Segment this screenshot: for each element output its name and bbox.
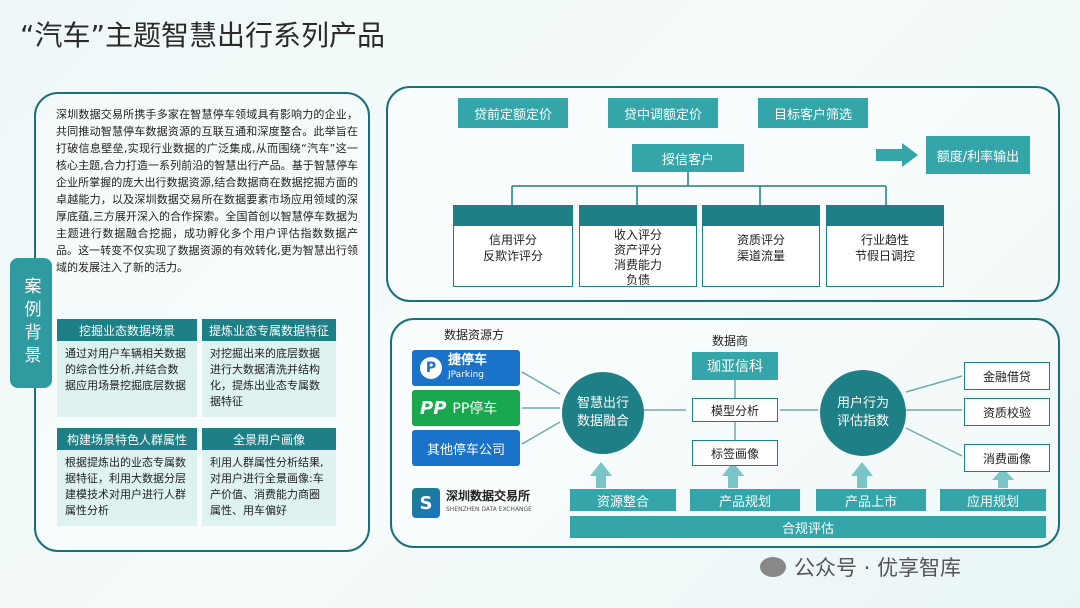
use-finance-box: 金融借贷: [964, 362, 1050, 390]
output-box: 额度/利率输出: [926, 136, 1030, 174]
stage-application: 应用规划: [940, 489, 1046, 511]
exchange-en: SHENZHEN DATA EXCHANGE: [446, 506, 532, 513]
pp-parking-logo: PP PP停车: [412, 390, 520, 426]
other-parking-box: 其他停车公司: [412, 430, 520, 466]
score-card-credit: 信用评分 反欺诈评分: [453, 205, 573, 287]
pp-name: PP停车: [452, 401, 498, 417]
score-card-text: 收入评分 资产评分 消费能力 负债: [613, 228, 662, 287]
card-body: 对挖掘出来的底层数据进行大数据清洗并结构化，提炼出业态专属数据特征: [202, 341, 336, 417]
stage-resource: 资源整合: [570, 489, 676, 511]
parking-p-icon: P: [420, 357, 442, 379]
score-card-text: 行业趋性 节假日调控: [854, 233, 915, 263]
data-source-label: 数据资源方: [444, 328, 505, 342]
chip-target-screening: 目标客户筛选: [758, 98, 868, 128]
card-body: 通过对用户车辆相关数据的综合性分析,并结合数据应用场景挖掘底层数据: [57, 341, 197, 417]
card-body: 根据提炼出的业态专属数据特征，利用大数据分层建模技术对用户进行人群属性分析: [57, 450, 197, 526]
model-analysis-box: 模型分析: [692, 398, 778, 422]
score-card-qualification: 资质评分 渠道流量: [702, 205, 820, 287]
data-dealer-label: 数据商: [712, 334, 749, 348]
card-header: 构建场景特色人群属性: [57, 428, 197, 450]
use-qualification-box: 资质校验: [964, 398, 1050, 426]
card-header: 挖掘业态数据场景: [57, 319, 197, 341]
dealer-box: 珈亚信科: [692, 352, 778, 380]
card-body: 利用人群属性分析结果,对用户进行全景画像:车产价值、消费能力商圈属性、用车偏好: [202, 450, 336, 526]
wechat-icon: [760, 557, 786, 577]
case-background-label: 案例背景: [20, 277, 41, 369]
exchange-name: 深圳数据交易所: [446, 489, 531, 503]
score-card-industry: 行业趋性 节假日调控: [826, 205, 944, 287]
score-card-text: 资质评分 渠道流量: [736, 233, 785, 263]
tag-profile-box: 标签画像: [692, 440, 778, 466]
exchange-s-icon: S: [412, 488, 440, 518]
score-card-income: 收入评分 资产评分 消费能力 负债: [579, 205, 697, 287]
jparking-en: JParking: [448, 370, 485, 380]
intro-text: 深圳数据交易所携手多家在智慧停车领域具有影响力的企业，共同推动智慧停车数据资源的…: [56, 108, 358, 274]
sz-exchange-logo: S 深圳数据交易所 SHENZHEN DATA EXCHANGE: [412, 485, 552, 521]
jparking-name: 捷停车: [448, 353, 488, 368]
chip-in-loan-pricing: 贷中调额定价: [608, 98, 718, 128]
other-parking-name: 其他停车公司: [426, 442, 505, 458]
pp-icon: PP: [420, 397, 447, 419]
behavior-index-circle: 用户行为 评估指数: [820, 370, 906, 456]
stage-launch: 产品上市: [816, 489, 926, 511]
compliance-bar: 合规评估: [570, 516, 1046, 538]
stage-planning: 产品规划: [690, 489, 800, 511]
card-header: 提炼业态专属数据特征: [202, 319, 336, 341]
watermark: 公众号 · 优享智库: [760, 553, 961, 581]
chip-pre-loan-pricing: 贷前定额定价: [458, 98, 568, 128]
card-header: 全景用户画像: [202, 428, 336, 450]
page-title: “汽车”主题智慧出行系列产品: [20, 19, 386, 52]
jparking-logo: P 捷停车 JParking: [412, 350, 520, 386]
case-background-tag: 案例背景: [10, 258, 52, 388]
watermark-text: 公众号 · 优享智库: [794, 556, 962, 580]
use-consumption-box: 消费画像: [964, 444, 1050, 472]
credit-customer-box: 授信客户: [632, 144, 744, 172]
data-fusion-circle: 智慧出行 数据融合: [562, 372, 644, 454]
score-card-text: 信用评分 反欺诈评分: [482, 233, 543, 263]
